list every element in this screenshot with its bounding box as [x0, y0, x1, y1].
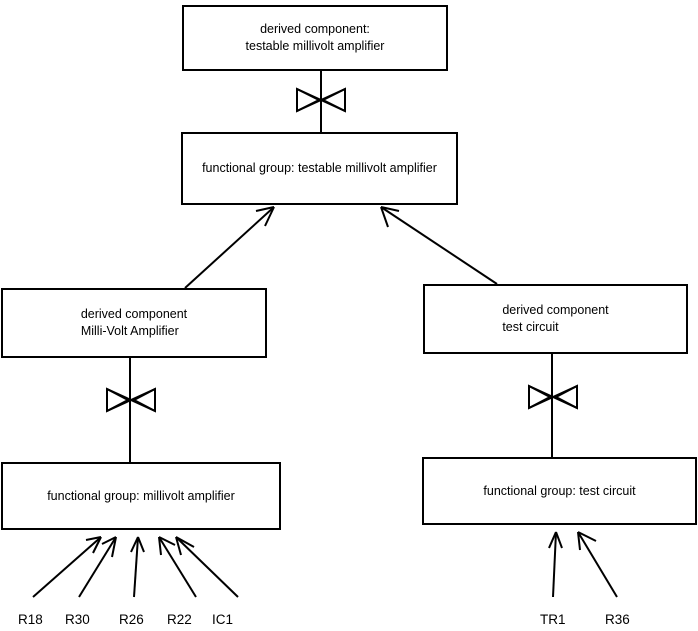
node-label: derived component: testable millivolt am…	[245, 22, 385, 53]
node-derived-component-testable-millivolt-amplifier[interactable]: derived component: testable millivolt am…	[182, 5, 448, 71]
leaf-label-r18[interactable]: R18	[18, 612, 43, 627]
connector-arrow-tr1	[548, 531, 563, 598]
composition-bowtie-symbol-right	[528, 384, 578, 410]
node-label: derived component Milli-Volt Amplifier	[80, 307, 188, 338]
node-derived-component-test-circuit[interactable]: derived component test circuit	[423, 284, 688, 354]
node-label: functional group: testable millivolt amp…	[202, 161, 437, 175]
leaf-label-r36[interactable]: R36	[605, 612, 630, 627]
node-label: functional group: millivolt amplifier	[47, 488, 235, 503]
composition-bowtie-symbol-top	[296, 87, 346, 113]
node-derived-component-milli-volt-amplifier[interactable]: derived component Milli-Volt Amplifier	[1, 288, 267, 358]
connector-arrow-r22	[158, 536, 197, 598]
composition-bowtie-symbol-left	[106, 387, 156, 413]
leaf-label-r30[interactable]: R30	[65, 612, 90, 627]
node-label: functional group: test circuit	[483, 483, 636, 498]
leaf-label-ic1[interactable]: IC1	[212, 612, 234, 627]
connector-arrow-r26	[130, 536, 145, 598]
node-functional-group-millivolt-amplifier[interactable]: functional group: millivolt amplifier	[1, 462, 281, 530]
node-label: derived component test circuit	[502, 303, 609, 334]
connector-arrow-r36	[577, 531, 618, 598]
connector-arrow-milli-volt-to-fg-testable	[184, 206, 275, 289]
connector-arrow-r18	[32, 536, 102, 598]
node-functional-group-test-circuit[interactable]: functional group: test circuit	[422, 457, 697, 525]
connector-arrow-r30	[78, 536, 117, 598]
connector-arrow-ic1	[175, 536, 239, 598]
leaf-label-r22[interactable]: R22	[167, 612, 192, 627]
leaf-label-tr1[interactable]: TR1	[540, 612, 566, 627]
leaf-label-r26[interactable]: R26	[119, 612, 144, 627]
connector-arrow-test-circuit-to-fg-testable	[380, 206, 498, 285]
node-functional-group-testable-millivolt-amplifier[interactable]: functional group: testable millivolt amp…	[181, 132, 458, 205]
